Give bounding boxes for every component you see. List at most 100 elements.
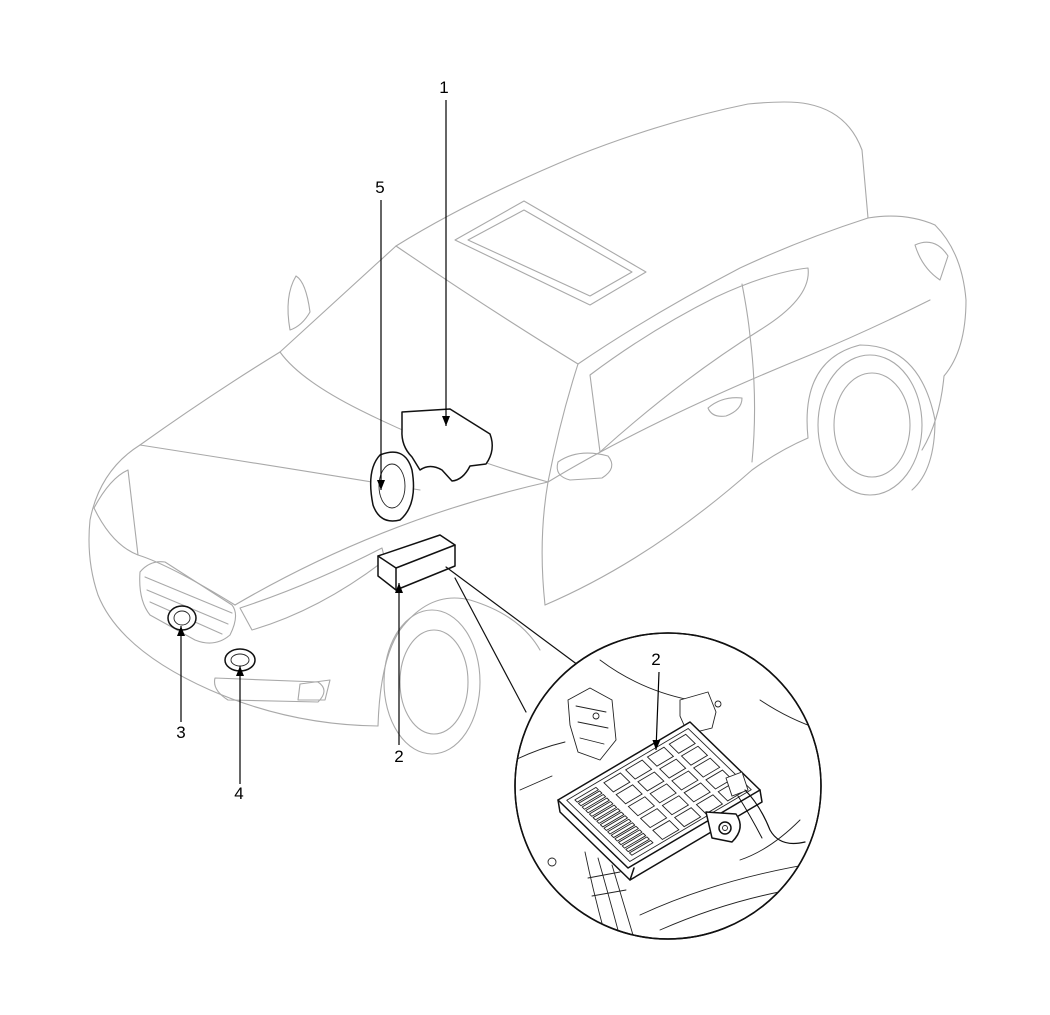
far-side-front <box>88 444 141 596</box>
relay-cell <box>662 796 688 815</box>
inset-callout-2: 2 <box>651 650 661 751</box>
grille <box>139 561 237 644</box>
hood-front-edge <box>137 554 236 606</box>
relay-cell <box>653 821 679 840</box>
inset-callout-2-leader <box>652 671 661 751</box>
fuse-box-side <box>629 789 763 881</box>
inset-detail: 2 <box>514 632 822 940</box>
callout-4: 4 <box>234 666 244 803</box>
relay-cell <box>604 773 630 792</box>
callout-3-label: 3 <box>176 723 185 742</box>
fuse-slot <box>597 809 621 824</box>
bracket-bolt <box>592 712 600 720</box>
relay-cell <box>626 760 652 779</box>
bay-line <box>739 819 801 861</box>
inset-tangent-line <box>445 566 583 669</box>
component-1 <box>401 408 493 482</box>
inset-circle-border <box>514 632 822 940</box>
near-roof-edge <box>577 217 869 365</box>
fuse-slot <box>604 816 628 831</box>
fuse-slot <box>622 833 646 848</box>
relay-cell <box>628 797 654 816</box>
harness-wire <box>737 795 763 839</box>
front-bumper <box>97 594 379 727</box>
inset-tangent-line <box>454 577 527 713</box>
component-3 <box>167 605 197 631</box>
relay-cell <box>684 783 710 802</box>
door-front-edge <box>541 481 549 606</box>
relay-cell <box>706 770 732 789</box>
callout-2: 2 <box>394 583 404 766</box>
relay-cell <box>681 746 707 765</box>
callout-1: 1 <box>439 78 450 426</box>
mount-bolt <box>547 857 557 867</box>
component-1-body <box>401 408 493 482</box>
callout-5: 5 <box>375 178 385 490</box>
inset-callout-2-label: 2 <box>651 650 660 669</box>
rear-rim <box>833 372 911 478</box>
fog-lamp <box>297 679 331 701</box>
relay-cell <box>660 759 686 778</box>
component-2 <box>377 534 456 591</box>
callout-4-label: 4 <box>234 784 243 803</box>
fuse-slot <box>575 787 599 802</box>
relay-cell <box>650 784 676 803</box>
grille-bar <box>144 576 233 614</box>
rear-lamp <box>914 241 949 281</box>
component-5-body <box>369 451 415 522</box>
rear-end <box>921 224 967 451</box>
inset-connector <box>445 566 583 713</box>
relay-cell <box>675 808 701 827</box>
callout-3: 3 <box>176 626 186 742</box>
fuse-slot <box>611 823 635 838</box>
relay-cell <box>672 771 698 790</box>
roof-rear-edge <box>807 103 869 219</box>
rocker-line <box>544 437 809 606</box>
sunroof-outer <box>454 200 647 306</box>
shoulder-line <box>547 299 931 483</box>
callout-2-label: 2 <box>394 747 403 766</box>
component-2-body <box>377 534 456 591</box>
component-5 <box>369 451 415 522</box>
near-a-pillar <box>547 363 579 483</box>
fuse-slot <box>582 794 606 809</box>
fuse-slot <box>615 826 639 841</box>
fuse-slot <box>586 798 610 813</box>
bay-line <box>515 741 566 761</box>
fuse-box-rim <box>567 729 751 862</box>
near-headlight <box>239 547 386 631</box>
bay-line <box>519 775 553 791</box>
harness-connector <box>725 771 749 797</box>
fuse-slot <box>589 802 613 817</box>
far-mirror <box>287 275 311 331</box>
component-3-body <box>167 605 197 631</box>
front-rim <box>399 629 469 735</box>
car-outline <box>88 101 967 755</box>
fuse-slot <box>619 830 643 845</box>
callout-1-label: 1 <box>439 78 448 97</box>
relay-cell <box>694 758 720 777</box>
fuse-strip <box>575 787 653 855</box>
window-divider <box>741 283 751 337</box>
relay-bracket <box>567 687 617 761</box>
lower-intake <box>213 677 325 703</box>
rear-tire <box>817 354 923 496</box>
side-window <box>589 267 809 453</box>
component-3-center <box>173 610 191 626</box>
mount-bolt-center <box>722 825 728 831</box>
relay-cell <box>616 785 642 804</box>
fuse-slot <box>579 791 603 806</box>
bay-line <box>599 659 691 701</box>
relay-cell <box>638 772 664 791</box>
windshield-top <box>395 245 579 365</box>
connector-pin <box>714 700 722 708</box>
rear-wheel-arch <box>806 344 936 491</box>
harness-wire <box>744 789 806 845</box>
relay-cell <box>641 809 667 828</box>
front-tire <box>383 609 481 755</box>
fuse-box-side <box>557 799 635 881</box>
door-handle <box>707 397 743 417</box>
fuse-slot <box>593 805 617 820</box>
